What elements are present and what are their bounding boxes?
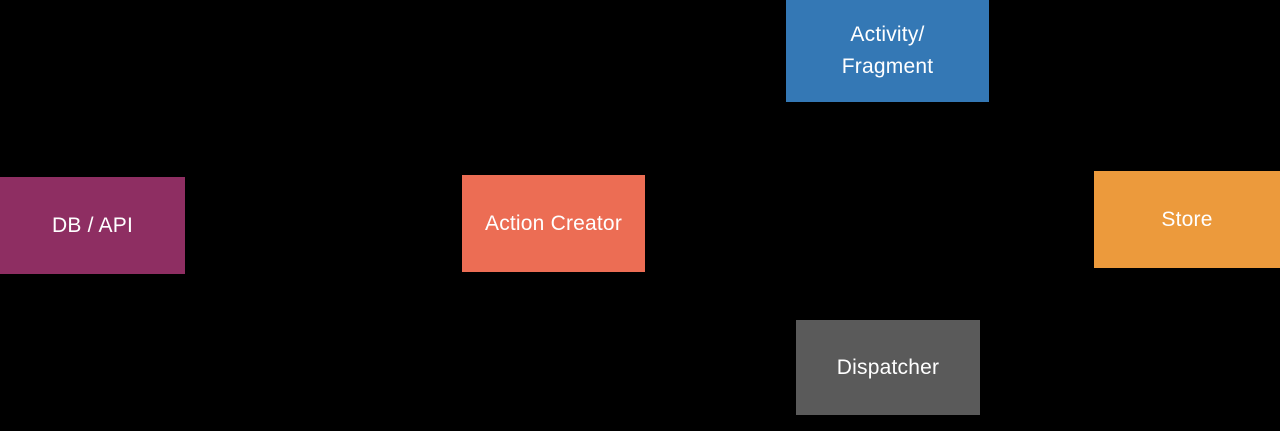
node-activity-fragment-label: Activity/ Fragment bbox=[841, 23, 934, 78]
node-dispatcher-label: Dispatcher bbox=[836, 355, 940, 379]
node-action-creator-label: Action Creator bbox=[484, 211, 623, 235]
node-db-api[interactable]: DB / API bbox=[0, 177, 185, 274]
node-activity-fragment[interactable]: Activity/ Fragment bbox=[786, 0, 989, 102]
node-action-creator[interactable]: Action Creator bbox=[462, 175, 645, 272]
node-store[interactable]: Store bbox=[1094, 171, 1280, 268]
node-store-label: Store bbox=[1161, 207, 1213, 231]
node-dispatcher[interactable]: Dispatcher bbox=[796, 320, 980, 415]
node-db-api-label: DB / API bbox=[52, 213, 133, 237]
